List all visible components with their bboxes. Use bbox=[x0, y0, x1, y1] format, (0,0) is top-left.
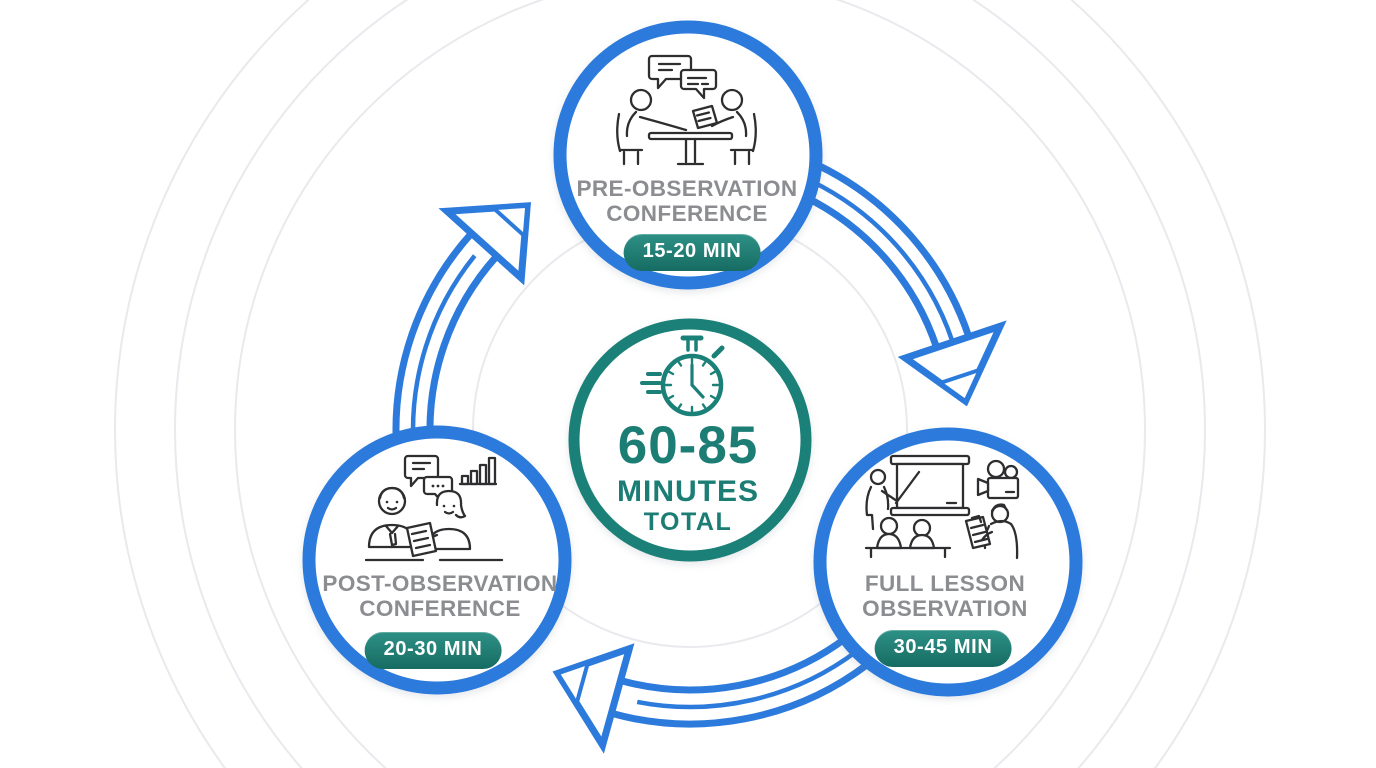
student-head bbox=[912, 518, 932, 538]
student-head bbox=[879, 516, 899, 536]
label-line1: FULL LESSON bbox=[864, 571, 1026, 596]
arrowhead bbox=[438, 202, 532, 286]
desk bbox=[864, 546, 952, 559]
arrow-pre-to-full bbox=[802, 162, 1007, 407]
pointer-stick bbox=[880, 470, 921, 505]
cycle-arrows bbox=[392, 162, 1007, 754]
chair bbox=[616, 112, 644, 166]
label-line2: OBSERVATION bbox=[862, 595, 1028, 621]
center-total-text: 60-85 MINUTES TOTAL bbox=[617, 419, 759, 535]
woman-hair bbox=[435, 489, 467, 519]
classroom-observation-icon bbox=[864, 454, 1020, 560]
post-observation-label: POST-OBSERVATION CONFERENCE bbox=[322, 571, 558, 622]
table bbox=[647, 131, 734, 141]
background-arc bbox=[174, 0, 1206, 768]
full-lesson-label: FULL LESSON OBSERVATION bbox=[862, 571, 1028, 622]
full-lesson-duration-badge: 30-45 MIN bbox=[874, 630, 1012, 667]
feedback-discussion-icon bbox=[364, 454, 504, 562]
total-suffix: TOTAL bbox=[643, 507, 733, 536]
speed-lines bbox=[640, 372, 662, 394]
teacher-head bbox=[869, 468, 887, 486]
arrowhead bbox=[552, 643, 635, 754]
background-arc bbox=[234, 0, 1146, 768]
meeting-table-icon bbox=[616, 54, 757, 166]
stopwatch-hands bbox=[690, 363, 705, 399]
label-line1: POST-OBSERVATION bbox=[322, 571, 558, 596]
document-icon bbox=[691, 104, 719, 130]
total-range: 60-85 bbox=[617, 416, 759, 475]
post-observation-circle bbox=[302, 425, 572, 695]
stopwatch-icon bbox=[640, 335, 725, 417]
pre-observation-duration-badge: 15-20 MIN bbox=[623, 234, 761, 271]
arrow-full-to-post bbox=[552, 634, 870, 754]
post-observation-duration-badge: 20-30 MIN bbox=[364, 632, 502, 669]
person-head bbox=[629, 88, 653, 112]
tie bbox=[384, 524, 400, 547]
center-total-circle bbox=[568, 318, 812, 562]
whiteboard bbox=[889, 454, 971, 466]
total-unit: MINUTES bbox=[617, 475, 759, 508]
arrowhead bbox=[897, 320, 1007, 407]
background-arc bbox=[114, 0, 1266, 768]
label-line2: CONFERENCE bbox=[359, 595, 521, 621]
pre-observation-circle bbox=[553, 20, 823, 290]
video-camera-icon bbox=[986, 459, 1006, 479]
label-line2: CONFERENCE bbox=[606, 200, 768, 226]
node-circles bbox=[302, 20, 1083, 697]
chair bbox=[729, 112, 757, 166]
label-line1: PRE-OBSERVATION bbox=[576, 176, 798, 201]
arrow-post-to-pre bbox=[392, 202, 532, 451]
person-head bbox=[720, 88, 744, 112]
pre-observation-label: PRE-OBSERVATION CONFERENCE bbox=[576, 176, 798, 227]
